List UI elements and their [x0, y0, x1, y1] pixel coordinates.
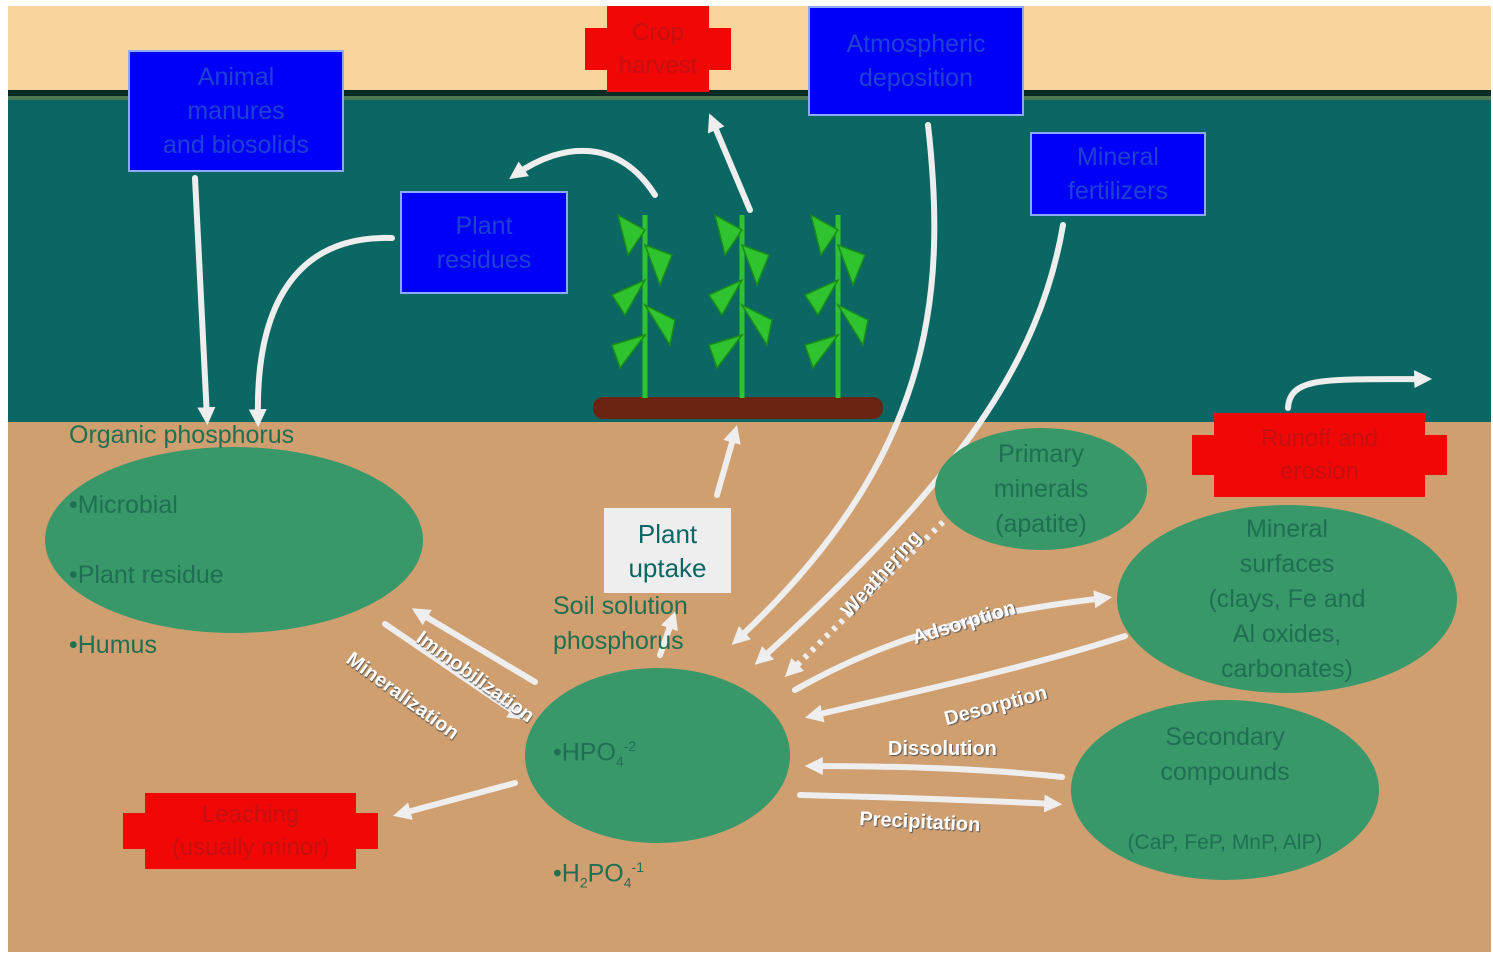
dissolution-label: Dissolution [888, 738, 997, 760]
arrow-desorption [804, 633, 1128, 723]
arrow-plants-to-residues [509, 147, 658, 198]
h2po4-ion: •H2PO4-1 [553, 858, 644, 890]
secondary-compounds-title: Secondary compounds [1160, 723, 1290, 786]
corn-plant-2 [707, 213, 773, 398]
soil-solution-title: Soil solution phosphorus [553, 592, 688, 656]
arrow-uptake-to-plants [714, 425, 741, 498]
primary-minerals-pool: Primary minerals (apatite) [935, 428, 1147, 550]
arrow-solution-to-uptake [657, 611, 678, 658]
organic-item-humus: •Humus [69, 630, 157, 659]
crop-harvest-box: Crop harvest [585, 6, 731, 92]
arrow-atmospheric-to-solution [731, 122, 938, 645]
arrow-precipitation [797, 792, 1063, 813]
plant-residues-box: Plant residues [400, 191, 568, 294]
organic-item-plant-residue: •Plant residue [69, 560, 224, 589]
crop-harvest-label: Crop harvest [618, 19, 698, 79]
arrow-dissolution [804, 757, 1065, 780]
corn-plant-1 [610, 213, 676, 398]
ground-surface-line [8, 90, 1491, 96]
corn-plants [610, 213, 869, 398]
arrow-runoff [1285, 370, 1433, 411]
atmospheric-deposition-box: Atmospheric deposition [808, 6, 1024, 116]
arrow-manures-to-organic [192, 175, 216, 426]
runoff-erosion-label: Runoff and erosion [1261, 425, 1378, 485]
arrow-fertilizer-to-solution [754, 222, 1066, 665]
hpo4-ion: •HPO4-2 [553, 738, 637, 770]
arrow-residues-to-organic [248, 234, 395, 428]
mineral-fertilizers-box: Mineral fertilizers [1030, 132, 1206, 216]
ground-surface-line-accent [8, 96, 1491, 100]
organic-item-microbial: •Microbial [69, 490, 178, 519]
secondary-compounds-pool: Secondary compounds (CaP, FeP, MnP, AlP) [1071, 700, 1379, 880]
leaching-box: Leaching (usually minor) [123, 793, 378, 869]
runoff-erosion-box: Runoff and erosion [1192, 413, 1447, 497]
corn-plant-3 [803, 213, 869, 398]
leaching-label: Leaching (usually minor) [171, 801, 330, 861]
arrow-to-leaching [393, 780, 518, 820]
organic-phosphorus-title: Organic phosphorus [69, 420, 295, 449]
arrow-mineralization [382, 621, 526, 721]
soil-solution-pool: Soil solution phosphorus •HPO4-2 •H2PO4-… [525, 592, 790, 890]
plant-uptake-label: Plant uptake [604, 508, 731, 593]
arrow-adsorption [792, 590, 1113, 693]
plant-base [593, 397, 883, 419]
animal-manures-box: Animal manures and biosolids [128, 50, 344, 172]
arrow-plants-to-harvest [707, 113, 753, 213]
mineral-surfaces-pool: Mineral surfaces (clays, Fe and Al oxide… [1117, 505, 1457, 693]
organic-phosphorus-pool: Organic phosphorus •Microbial •Plant res… [45, 421, 423, 659]
arrow-immobilization [411, 608, 538, 685]
secondary-compounds-detail: (CaP, FeP, MnP, AlP) [1127, 831, 1323, 854]
